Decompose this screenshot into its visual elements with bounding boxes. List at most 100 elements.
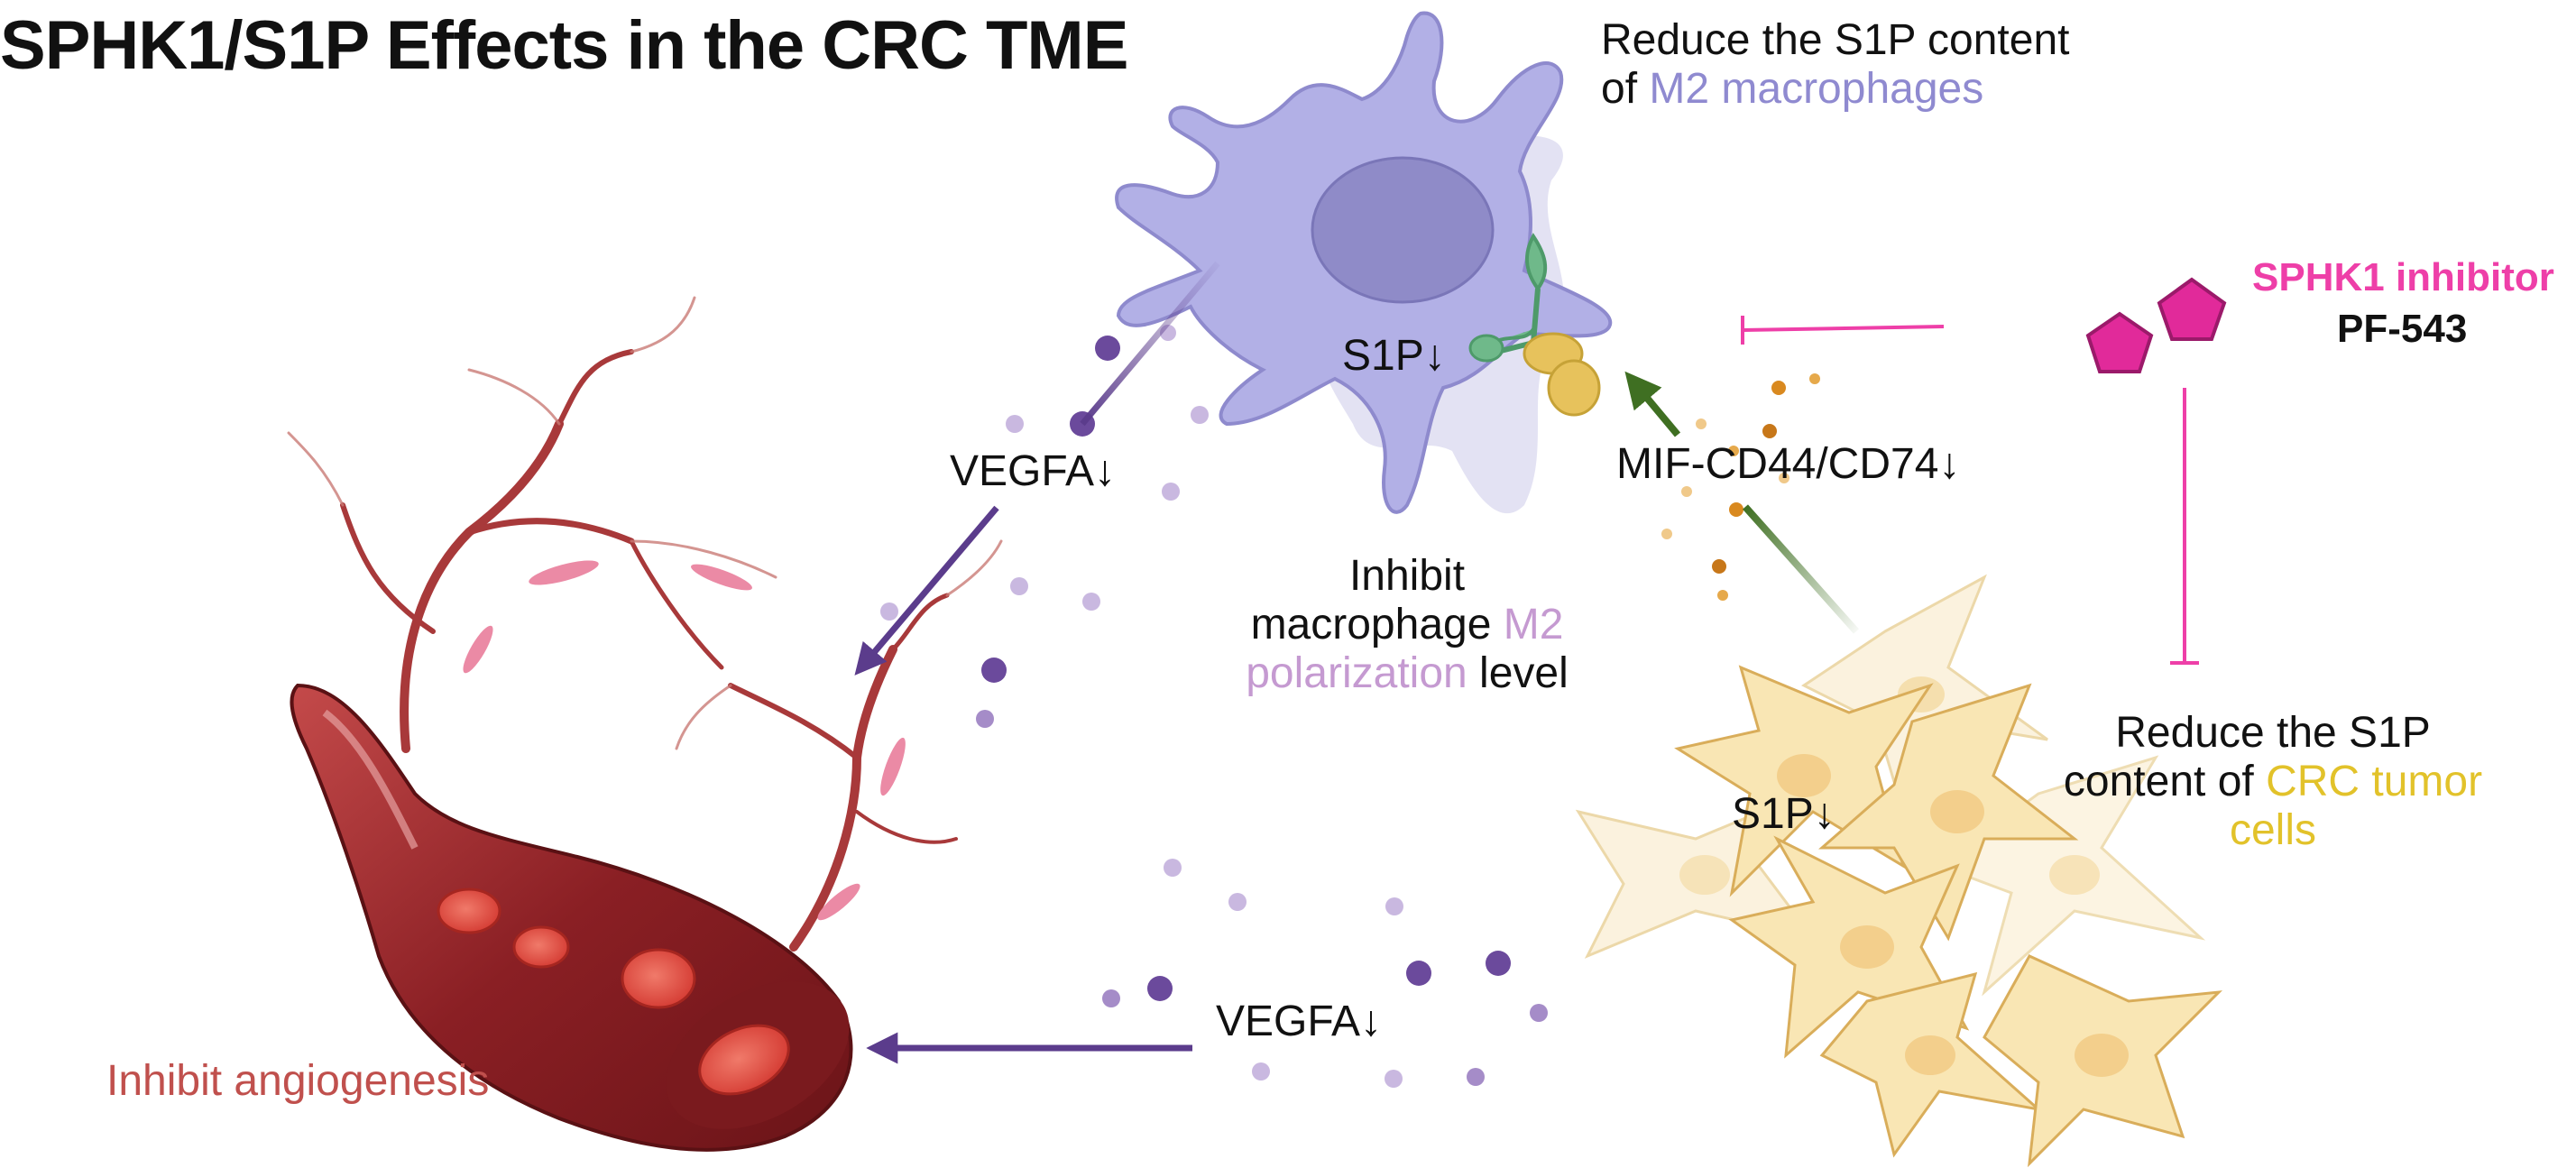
pericyte (529, 560, 599, 585)
red-blood-cell (621, 948, 696, 1009)
cd74-receptor (1468, 334, 1504, 363)
vesicle-light (1010, 577, 1028, 595)
mif-particle (1762, 424, 1777, 438)
center-note-m2: M2 (1503, 600, 1564, 648)
capillary-branch (557, 349, 634, 427)
capillary-twig (630, 539, 777, 579)
vesicle-light (880, 602, 898, 621)
vesicle-light (1228, 893, 1247, 911)
pericyte (691, 564, 752, 591)
vegfa-faded-trail-upper (1080, 261, 1220, 427)
capillary-branch (629, 538, 724, 670)
mif-particle (1696, 418, 1707, 429)
vesicle-mid (1102, 989, 1120, 1007)
vesicle-light (1082, 593, 1100, 611)
vesicle-dark (1406, 961, 1431, 986)
red-blood-cell (698, 1024, 790, 1096)
tumor-s1p-label: S1P↓ (1732, 790, 1835, 838)
vegfa-arrow-upper (854, 505, 999, 676)
m2-macrophage-cell (1115, 11, 1613, 514)
vesicle-dark (1095, 336, 1120, 361)
pericyte (880, 737, 906, 796)
mif-particles (1661, 373, 1820, 601)
mif-trail (1743, 504, 1859, 634)
tumor-nucleus (1930, 790, 1984, 833)
mif-label: MIF-CD44/CD74↓ (1616, 440, 1961, 488)
vesicle-light (1385, 1070, 1403, 1088)
tumor-nucleus (1840, 925, 1894, 969)
tumor-nucleus (1905, 1035, 1955, 1075)
macrophage-nucleus (1311, 156, 1495, 304)
vesicle-dark (1147, 976, 1173, 1001)
capillary-branch (340, 502, 436, 634)
vesicle-light (1164, 859, 1182, 877)
angiogenesis-label: Inhibit angiogenesis (106, 1057, 490, 1105)
vesicle-light (1252, 1062, 1270, 1081)
vesicle-light (1006, 415, 1024, 433)
capillary-branch (855, 810, 958, 844)
mif-particle (1771, 381, 1786, 395)
capillary-branch (789, 645, 897, 952)
inhibition-bar-to-macrophage (1741, 316, 1945, 345)
capillary-branch (728, 683, 860, 760)
macrophage-note-prefix: of (1601, 64, 1650, 113)
inhibition-bar-to-tumor (2170, 388, 2199, 665)
macrophage-s1p-label: S1P↓ (1342, 332, 1446, 380)
tumor-note-line2: content of CRC tumor (2020, 758, 2525, 806)
blood-vessel (287, 296, 1003, 1152)
capillary-twig (630, 296, 696, 354)
tumor-nucleus (2049, 855, 2100, 895)
crc-tumor-cells (1575, 574, 2223, 1168)
vesicle-mid (976, 710, 994, 728)
capillary-branch (400, 419, 564, 753)
mif-particle (1809, 373, 1820, 384)
mif-particle (1717, 590, 1728, 601)
center-note-line3: polarization level (1227, 649, 1587, 698)
vessel-highlight (322, 709, 419, 850)
inhibitor-compound: PF-543 (2337, 307, 2468, 351)
macrophage-note-line1: Reduce the S1P content (1601, 16, 2070, 64)
tumor-nucleus (2075, 1034, 2129, 1077)
mif-particle (1681, 486, 1692, 497)
vesicle-light (1385, 897, 1403, 915)
mif-particle (1729, 502, 1743, 517)
center-note-polarization: polarization (1246, 648, 1467, 697)
center-note-line2: macrophage M2 (1227, 601, 1587, 649)
macrophage-note-line2: of M2 macrophages (1601, 65, 2070, 114)
page-title: SPHK1/S1P Effects in the CRC TME (0, 7, 1128, 84)
center-note: Inhibit macrophage M2 polarization level (1227, 552, 1587, 697)
macrophage-note: Reduce the S1P content of M2 macrophages (1601, 16, 2070, 114)
inhibitor-name: SPHK1 inhibitor (2252, 255, 2554, 299)
center-note-line1: Inhibit (1348, 552, 1466, 600)
mif-arrow (1624, 371, 1681, 437)
vesicle-mid (1467, 1068, 1485, 1086)
pf543-molecule-icon (2157, 277, 2227, 341)
mif-particle (1728, 446, 1739, 456)
red-blood-cell (437, 887, 501, 934)
capillary-twig (945, 539, 1003, 597)
capillary-branch (890, 593, 950, 652)
vesicle-light (1162, 483, 1180, 501)
tumor-note-line3: cells (2229, 805, 2317, 854)
vesicle-light (1191, 406, 1209, 424)
vesicle-dark (1486, 951, 1511, 976)
vesicle-dark (981, 658, 1007, 683)
mif-particle (1712, 559, 1726, 574)
capillary-twig (675, 684, 732, 750)
capillary-twig (287, 431, 345, 507)
pericyte (463, 625, 493, 674)
tumor-nucleus (1777, 754, 1831, 797)
vegfa-lower-label: VEGFA↓ (1216, 998, 1383, 1045)
tumor-note-prefix: content of (2063, 757, 2267, 805)
tumor-note-line1: Reduce the S1P (2115, 709, 2431, 757)
vesicle-mid (1530, 1004, 1548, 1022)
tumor-note-highlight: CRC tumor (2266, 757, 2483, 805)
macrophage-note-highlight: M2 macrophages (1649, 64, 1984, 113)
tumor-nucleus (1679, 855, 1730, 895)
pf543-molecule-icon (2085, 311, 2154, 373)
vegfa-upper-label: VEGFA↓ (950, 447, 1117, 495)
center-note-suffix: level (1479, 648, 1569, 697)
capillary-twig (467, 368, 561, 426)
capillary-branch (465, 518, 635, 545)
